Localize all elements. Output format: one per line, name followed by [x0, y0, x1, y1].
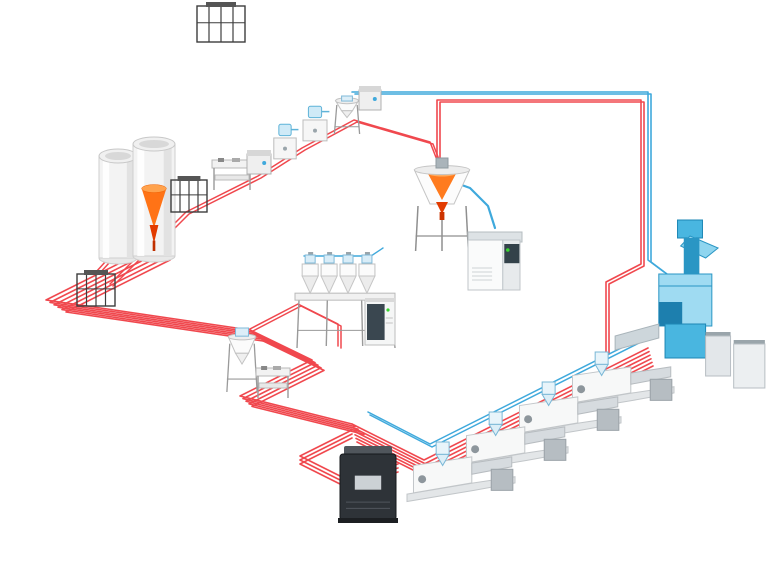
- filling-station: [612, 218, 768, 394]
- gravimetric-blender: [338, 446, 398, 524]
- frame-machine: [170, 176, 208, 218]
- extruder-line-3: [459, 411, 569, 474]
- filling-station-graphic: [614, 219, 766, 389]
- small-unit-1-graphic: [246, 150, 272, 175]
- mini-hopper: [332, 94, 362, 136]
- storage-silo-left-graphic: [98, 148, 138, 265]
- pipe-top-blue-1: [354, 93, 668, 275]
- pipe-top-red-0: [436, 99, 642, 353]
- station-table-graphic: [255, 366, 291, 398]
- hopper-station-group: [293, 252, 397, 350]
- frame-machine-graphic: [170, 176, 208, 213]
- dehumidifier-dryer: [466, 230, 524, 294]
- extruder-line-3-graphic: [459, 411, 569, 473]
- pipe-top-red-1: [439, 101, 645, 355]
- vacuum-unit-2-graphic: [302, 105, 330, 142]
- extruder-line-2: [512, 381, 622, 444]
- station-hopper: [224, 326, 260, 394]
- dehumidifier-dryer-graphic: [467, 231, 523, 291]
- drying-hopper-large: [412, 156, 472, 256]
- gravimetric-blender-graphic: [338, 446, 398, 523]
- extruder-line-1: [565, 351, 675, 414]
- extruder-line-4-graphic: [406, 441, 516, 503]
- small-unit-1: [246, 150, 272, 176]
- storage-silo-left: [98, 146, 138, 266]
- pipe-mid-s-curve-0: [239, 329, 353, 425]
- pipe-group-red-1: [250, 305, 342, 349]
- storage-silo-right: [132, 134, 176, 264]
- blender-rack-graphic: [76, 270, 116, 307]
- blender-rack: [76, 270, 116, 312]
- support-frame-top-graphic: [196, 2, 246, 43]
- pipe-mid-s-curve-1: [242, 331, 356, 428]
- pipe-vacuum-feed-blue-0: [367, 335, 646, 445]
- station-table: [255, 366, 291, 400]
- control-cabinet-graphic: [364, 298, 396, 346]
- support-frame-top: [196, 2, 246, 48]
- pipe-chain-red-1: [162, 121, 441, 241]
- hopper-station-group-graphic: [294, 252, 396, 349]
- drying-hopper-large-graphic: [413, 157, 471, 252]
- extruder-line-4: [406, 441, 516, 504]
- mini-hopper-graphic: [333, 95, 361, 135]
- vacuum-unit-1: [271, 122, 299, 160]
- small-unit-2: [358, 86, 382, 112]
- small-unit-2-graphic: [358, 86, 382, 111]
- storage-silo-right-graphic: [132, 136, 176, 263]
- station-hopper-graphic: [226, 327, 258, 393]
- extruder-line-1-graphic: [565, 351, 675, 413]
- extruder-line-2-graphic: [512, 381, 622, 443]
- control-cabinet: [364, 298, 396, 348]
- vacuum-unit-2: [300, 104, 330, 142]
- vacuum-unit-1-graphic: [273, 123, 299, 160]
